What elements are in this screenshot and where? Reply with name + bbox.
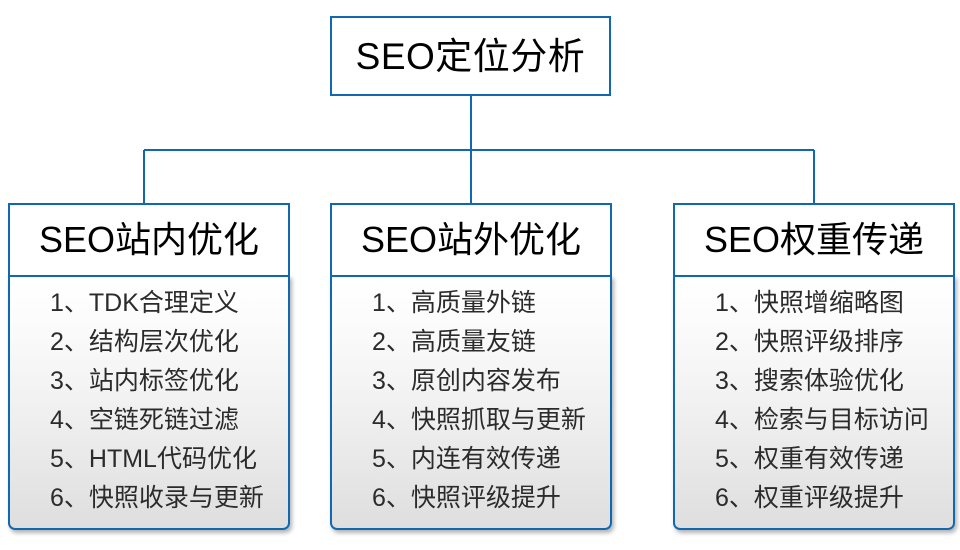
list-item: 1、高质量外链	[332, 291, 536, 316]
list-item: 5、HTML代码优化	[10, 447, 257, 472]
list-item-index: 6、	[715, 484, 754, 512]
list-item-index: 3、	[50, 367, 89, 395]
branch-column-seo-onsite[interactable]: SEO站内优化 1、TDK合理定义 2、结构层次优化 3、站内标签优化 4、空链…	[8, 203, 290, 530]
list-item: 1、TDK合理定义	[10, 291, 239, 316]
list-item-label: 站内标签优化	[88, 367, 239, 395]
list-item-index: 2、	[715, 328, 754, 356]
list-item-index: 1、	[715, 289, 754, 317]
list-item: 6、快照收录与更新	[10, 486, 264, 511]
branch-header-title-1: SEO站外优化	[360, 219, 582, 260]
list-item-label: 高质量友链	[410, 328, 536, 356]
list-item-label: 原创内容发布	[410, 367, 561, 395]
list-item-label: HTML代码优化	[88, 445, 257, 473]
list-item: 1、快照增缩略图	[675, 291, 904, 316]
list-item-index: 5、	[50, 445, 89, 473]
list-item-label: 高质量外链	[410, 289, 536, 317]
list-item-label: 内连有效传递	[410, 445, 561, 473]
list-item-label: 权重有效传递	[753, 445, 904, 473]
list-item-index: 3、	[372, 367, 411, 395]
list-item-index: 1、	[50, 289, 89, 317]
branch-body-2: 1、快照增缩略图 2、快照评级排序 3、搜索体验优化 4、检索与目标访问 5、权…	[673, 275, 955, 530]
list-item: 4、空链死链过滤	[10, 408, 239, 433]
list-item: 4、快照抓取与更新	[332, 408, 586, 433]
list-item: 3、搜索体验优化	[675, 369, 904, 394]
list-item: 3、站内标签优化	[10, 369, 239, 394]
list-item-index: 2、	[372, 328, 411, 356]
list-item-label: 快照抓取与更新	[410, 406, 586, 434]
list-item: 6、快照评级提升	[332, 486, 561, 511]
list-item-label: 快照评级提升	[410, 484, 561, 512]
list-item-index: 4、	[50, 406, 89, 434]
list-item-index: 4、	[715, 406, 754, 434]
branch-header-1[interactable]: SEO站外优化	[330, 203, 612, 275]
list-item-label: TDK合理定义	[88, 289, 239, 317]
list-item: 2、结构层次优化	[10, 330, 239, 355]
root-node[interactable]: SEO定位分析	[330, 16, 611, 96]
list-item: 5、内连有效传递	[332, 447, 561, 472]
list-item-index: 6、	[372, 484, 411, 512]
branch-column-seo-weight-transfer[interactable]: SEO权重传递 1、快照增缩略图 2、快照评级排序 3、搜索体验优化 4、检索与…	[673, 203, 955, 530]
list-item-label: 权重评级提升	[753, 484, 904, 512]
list-item: 3、原创内容发布	[332, 369, 561, 394]
list-item-label: 快照评级排序	[753, 328, 904, 356]
list-item-index: 5、	[715, 445, 754, 473]
list-item-index: 5、	[372, 445, 411, 473]
branch-header-title-2: SEO权重传递	[703, 219, 925, 260]
list-item-index: 4、	[372, 406, 411, 434]
list-item-index: 2、	[50, 328, 89, 356]
list-item-index: 6、	[50, 484, 89, 512]
list-item-label: 空链死链过滤	[88, 406, 239, 434]
list-item: 6、权重评级提升	[675, 486, 904, 511]
branch-column-seo-offsite[interactable]: SEO站外优化 1、高质量外链 2、高质量友链 3、原创内容发布 4、快照抓取与…	[330, 203, 612, 530]
list-item: 5、权重有效传递	[675, 447, 904, 472]
list-item: 4、检索与目标访问	[675, 408, 929, 433]
list-item-index: 3、	[715, 367, 754, 395]
list-item-index: 1、	[372, 289, 411, 317]
branch-header-2[interactable]: SEO权重传递	[673, 203, 955, 275]
list-item-label: 快照增缩略图	[753, 289, 904, 317]
list-item-label: 结构层次优化	[88, 328, 239, 356]
list-item-label: 检索与目标访问	[753, 406, 929, 434]
branch-body-1: 1、高质量外链 2、高质量友链 3、原创内容发布 4、快照抓取与更新 5、内连有…	[330, 275, 612, 530]
branch-header-0[interactable]: SEO站内优化	[8, 203, 290, 275]
list-item: 2、高质量友链	[332, 330, 536, 355]
branch-body-0: 1、TDK合理定义 2、结构层次优化 3、站内标签优化 4、空链死链过滤 5、H…	[8, 275, 290, 530]
root-node-title: SEO定位分析	[355, 35, 586, 77]
branch-header-title-0: SEO站内优化	[38, 219, 260, 260]
list-item: 2、快照评级排序	[675, 330, 904, 355]
list-item-label: 搜索体验优化	[753, 367, 904, 395]
list-item-label: 快照收录与更新	[88, 484, 264, 512]
